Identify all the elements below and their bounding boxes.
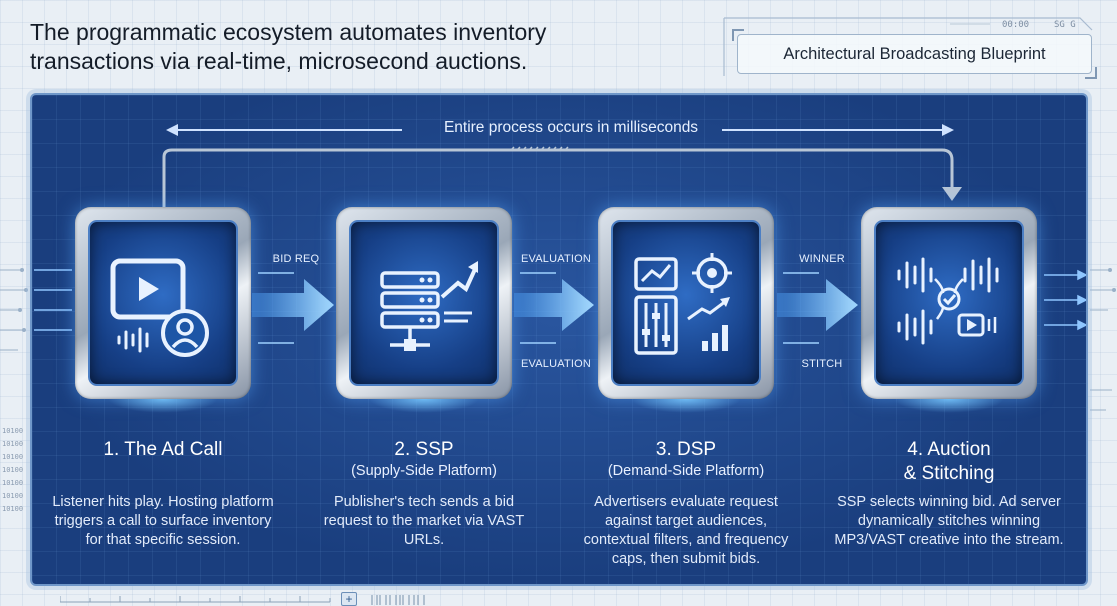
flow-graphics [34,124,1086,344]
connector-label-evaluation-top: EVALUATION [520,253,592,265]
step-1-description: Listener hits play. Hosting platform tri… [52,494,274,548]
connector-arrow-1 [252,272,334,344]
step-1-title: 1. The Ad Call [103,439,223,460]
step-3-title: 3. DSP [655,439,717,460]
blueprint-title-badge: Architectural Broadcasting Blueprint [732,29,1097,79]
ad-call-screen [88,220,238,386]
connector-arrow-2 [514,272,594,344]
auction-screen [874,220,1024,386]
connector-label-stitch: STITCH [801,358,843,370]
output-feed-lines [1044,269,1086,331]
step-4-title-line-2: & Stitching [903,463,995,484]
barcode-decoration [371,595,425,605]
input-feed-lines [34,269,72,331]
ssp-screen [349,220,499,386]
plus-icon: + [341,592,357,606]
analytics-target-icon [634,253,732,355]
timeline-label: Entire process occurs in milliseconds [443,119,699,136]
auction-frame [861,207,1037,399]
circuit-lines-left [0,268,28,351]
play-listener-icon [110,258,209,357]
step-2-title: 2. SSP [394,439,454,460]
connector-label-winner: WINNER [799,253,845,265]
dsp-screen [611,220,761,386]
connector-label-bid-req: BID REQ [272,253,320,265]
blueprint-hud: 00:00 SG G Architectural Broadcasting Bl… [720,16,1110,79]
ruler-decoration [60,596,331,603]
ssp-frame [336,207,512,399]
loop-arrowhead [942,187,962,201]
hud-code-tag: SG G [1054,20,1076,30]
hud-frame-lines [723,17,1093,76]
diagram-panel: Entire process occurs in milliseconds BI… [30,93,1088,586]
step-2-subtitle: (Supply-Side Platform) [351,463,497,479]
step-3-subtitle: (Demand-Side Platform) [607,463,765,479]
hud-code-time: 00:00 [1002,20,1030,30]
step-4-title-line-1: 4. Auction [907,439,991,460]
headline: The programmatic ecosystem automates inv… [30,19,547,74]
audio-stitch-icon [897,257,999,345]
connector-label-evaluation-bottom: EVALUATION [520,358,592,370]
ad-call-frame [75,207,251,399]
dsp-frame [598,207,774,399]
circuit-lines-right [1090,268,1116,411]
step-4-description: SSP selects winning bid. Ad server dynam… [834,494,1064,548]
loop-line [162,148,954,207]
timeline-arrow [166,124,954,136]
step-2-description: Publisher's tech sends a bid request to … [323,494,525,548]
step-3-description: Advertisers evaluate request against tar… [583,494,789,567]
server-stack-icon [380,261,478,351]
connector-arrow-3 [777,272,858,344]
